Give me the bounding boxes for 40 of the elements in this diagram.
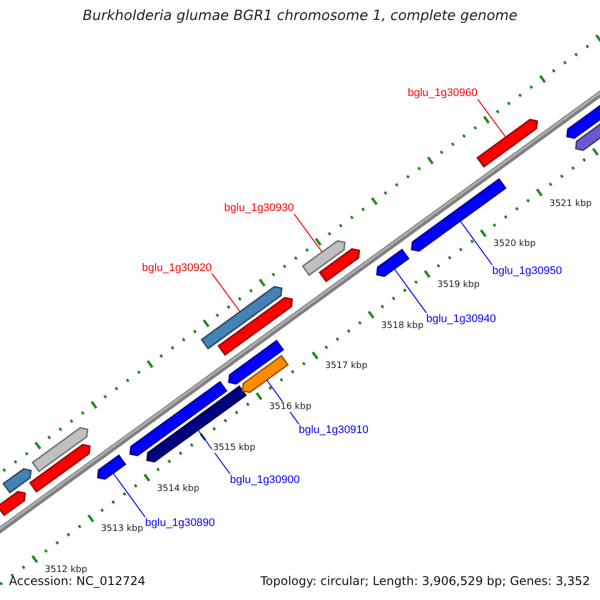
scale-label: 3517 kbp <box>324 361 368 372</box>
gene-label: bglu_1g30920 <box>142 262 212 274</box>
gene-block <box>376 248 410 277</box>
footer-text: Topology: circular; Length: 3,906,529 bp; Genes: 3,352 <box>260 574 590 588</box>
gene-block <box>97 454 126 480</box>
leader-line <box>460 220 493 266</box>
scale-label: 3514 kbp <box>156 484 200 494</box>
gene-block <box>2 468 32 494</box>
gene-label: bglu_1g30940 <box>426 312 496 325</box>
scale-label: 3516 kbp <box>268 402 312 412</box>
gene-block <box>217 296 293 356</box>
leader-line <box>112 472 146 518</box>
gene-label: bglu_1g30930 <box>224 202 294 214</box>
gene-block <box>476 118 538 168</box>
gene-block <box>200 286 283 350</box>
leader-line <box>212 273 241 312</box>
footer-text: Accession: NC_012724 <box>9 574 146 588</box>
gene-label: bglu_1g30950 <box>492 264 562 277</box>
gene-block <box>318 248 360 282</box>
gene-label: bglu_1g30890 <box>145 517 215 530</box>
gene-block <box>228 340 284 385</box>
gene-block <box>31 427 88 472</box>
gene-label: bglu_1g30960 <box>408 87 478 100</box>
title: Burkholderia glumae BGR1 chromosome 1, complete genome <box>82 8 518 24</box>
gene-label: bglu_1g30900 <box>230 474 300 486</box>
leader-line <box>198 430 231 474</box>
gene-block <box>302 240 346 276</box>
gene-block <box>0 490 26 516</box>
leader-line <box>294 214 323 253</box>
scale-label: 3520 kbp <box>492 239 537 250</box>
scale-label: 3519 kbp <box>436 280 481 290</box>
scale-label: 3515 kbp <box>212 442 256 453</box>
scale-label: 3513 kbp <box>100 524 144 534</box>
gene-block <box>28 444 91 493</box>
gene-label: bglu_1g30910 <box>298 424 369 436</box>
leader-line <box>394 268 427 314</box>
leader-line <box>477 98 506 138</box>
scale-label: 3518 kbp <box>380 320 425 331</box>
scale-label: 3512 kbp <box>44 565 88 576</box>
scale-label: 3521 kbp <box>548 198 593 209</box>
